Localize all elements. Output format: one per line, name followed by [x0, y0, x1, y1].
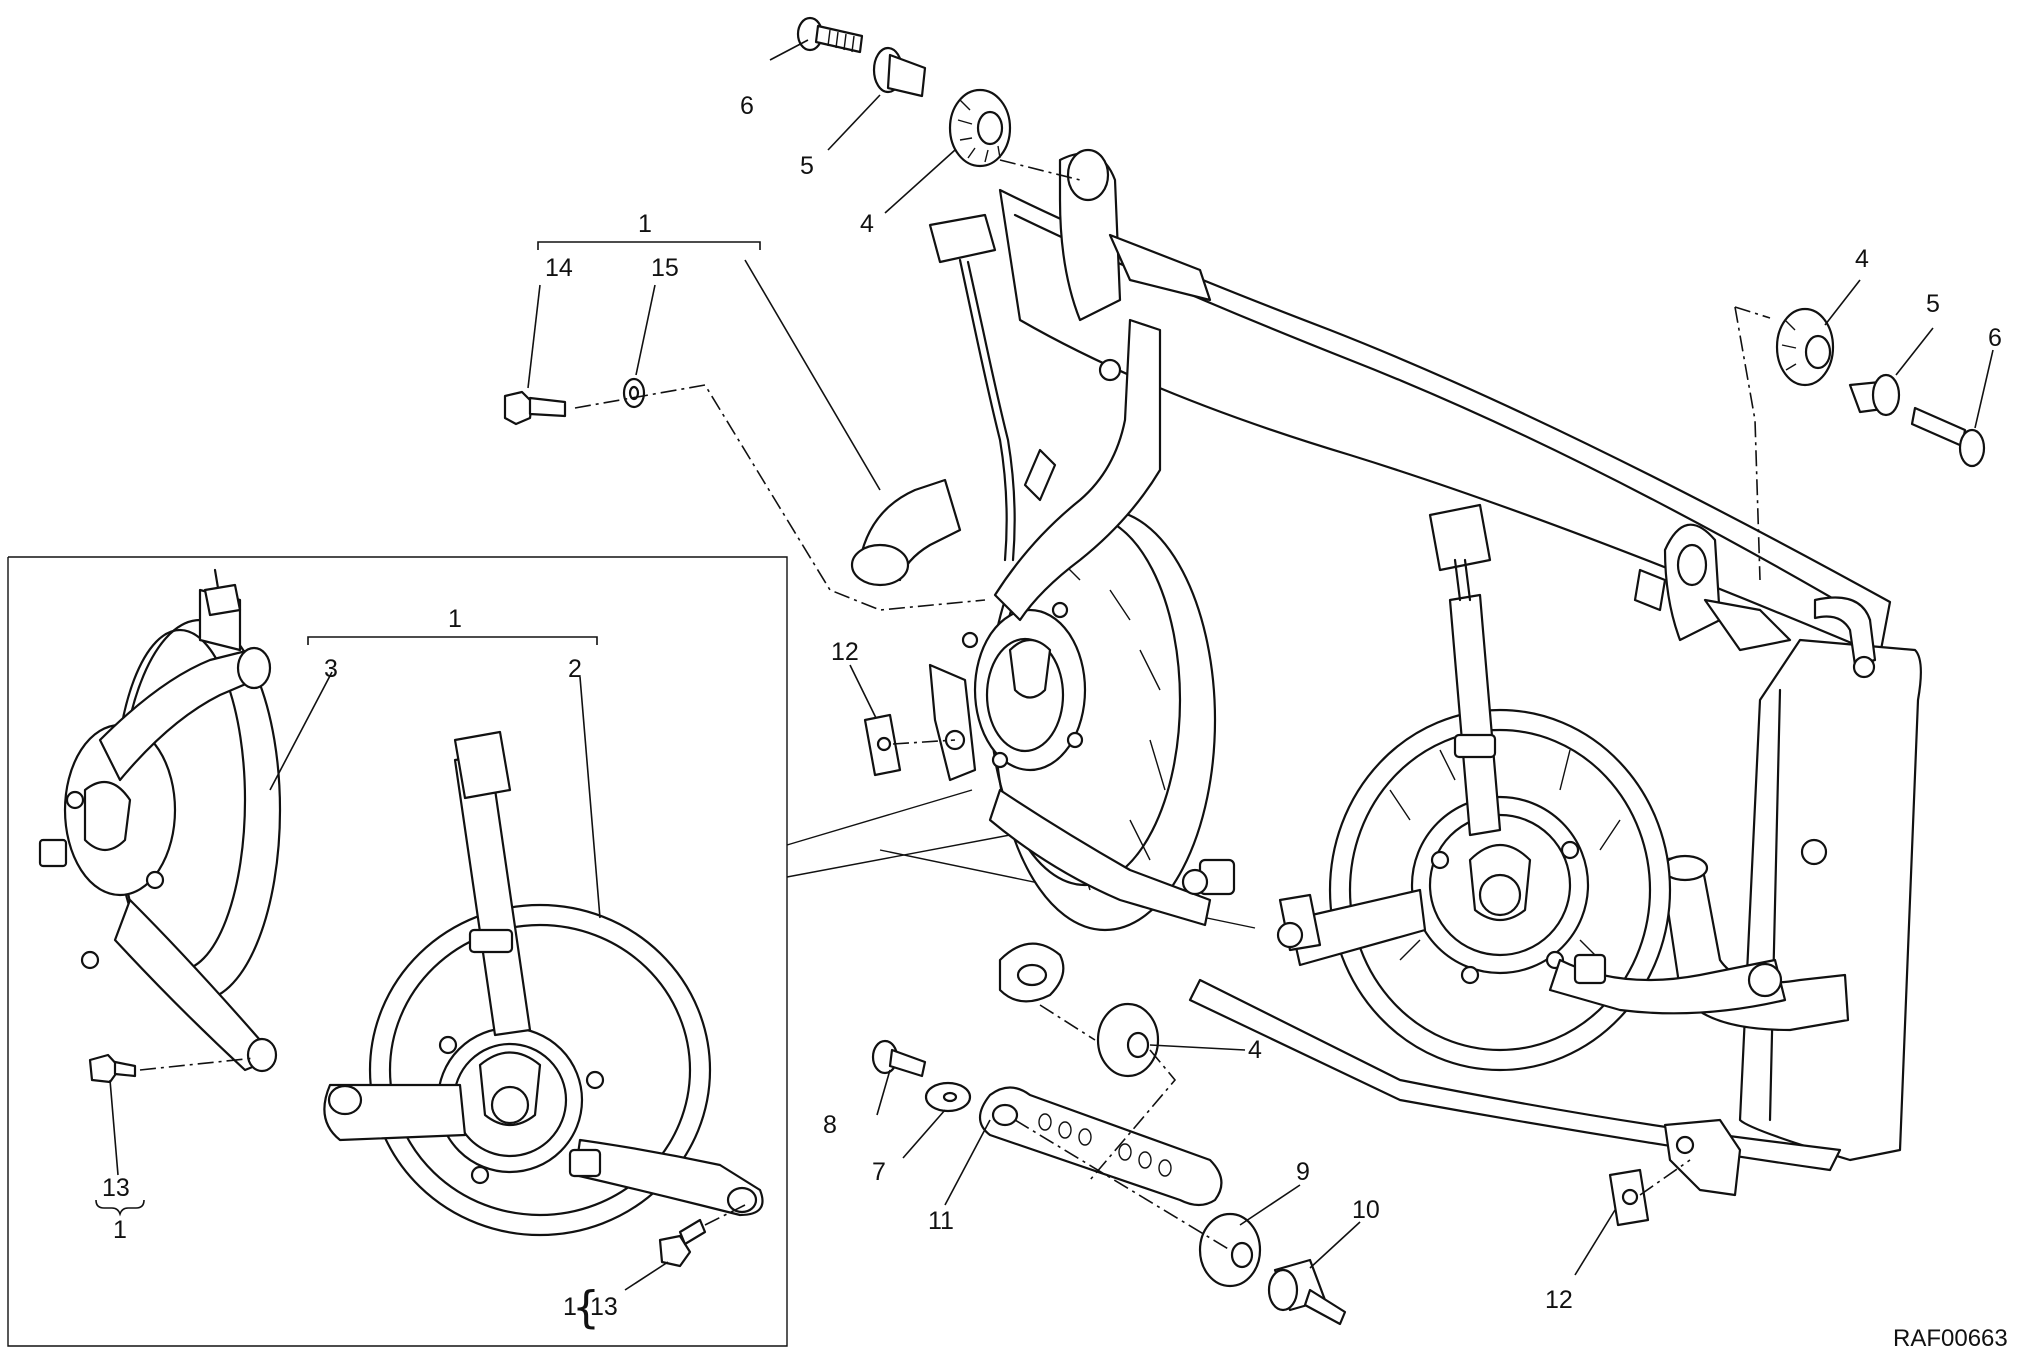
rubber-grommet-icon-right — [1775, 307, 1835, 387]
callout-6-right: 6 — [1988, 324, 2002, 352]
spacer-icon — [872, 46, 927, 98]
callout-2: 2 — [568, 655, 582, 683]
inset-fan-3 — [38, 568, 282, 1073]
callout-11: 11 — [928, 1207, 954, 1235]
callout-4-top: 4 — [860, 210, 874, 238]
callout-10: 10 — [1352, 1196, 1380, 1224]
drawing-code: RAF00663 — [1893, 1325, 2008, 1352]
bracket-icon-11 — [978, 1086, 1223, 1207]
callout-6-top: 6 — [740, 92, 754, 120]
clip-nut-icon-low — [1608, 1168, 1650, 1227]
callout-1-b: 1 — [563, 1293, 577, 1321]
callout-8: 8 — [823, 1111, 837, 1139]
callout-14: 14 — [545, 254, 573, 282]
callout-1-inset: 1 — [448, 605, 462, 633]
callout-4-right: 4 — [1855, 245, 1869, 273]
cooling-fan-icon — [850, 148, 1236, 932]
callout-13-a: 13 — [102, 1174, 130, 1202]
callout-4-low: 4 — [1248, 1036, 1262, 1064]
bolt-icon — [796, 16, 864, 54]
callout-5-right: 5 — [1926, 290, 1940, 318]
spacer-icon-right — [1848, 373, 1901, 417]
callout-13-b: 13 — [590, 1293, 618, 1321]
inset-fan-2 — [323, 730, 764, 1237]
callout-12-low: 12 — [1545, 1286, 1573, 1314]
callout-1-a: 1 — [113, 1216, 127, 1244]
callout-9: 9 — [1296, 1158, 1310, 1186]
bolt-icon-right — [1910, 406, 1986, 468]
leader-lines — [109, 39, 1994, 1291]
rubber-grommet-icon — [948, 88, 1012, 168]
washer-icon-7 — [924, 1081, 972, 1113]
clip-nut-icon — [863, 713, 902, 777]
washer-icon-15 — [622, 377, 646, 409]
callout-7: 7 — [872, 1158, 886, 1186]
brace-13-b: { — [572, 1282, 600, 1333]
bolt-icon-13a — [88, 1053, 137, 1084]
rubber-grommet-icon-4-low — [1096, 1002, 1160, 1078]
callout-1-top: 1 — [638, 210, 652, 238]
callout-3: 3 — [324, 655, 338, 683]
bracket-eye — [998, 942, 1065, 1003]
spacer-icon-10 — [1267, 1258, 1347, 1326]
callout-5-top: 5 — [800, 152, 814, 180]
brace-13-a — [95, 1199, 145, 1217]
bolt-icon-14 — [503, 390, 567, 426]
bolt-icon-8 — [871, 1039, 927, 1078]
callout-15: 15 — [651, 254, 679, 282]
rubber-grommet-icon-9 — [1198, 1212, 1262, 1288]
bolt-icon-13b — [658, 1218, 707, 1268]
callout-12-left: 12 — [831, 638, 859, 666]
cooling-fan-icon-right — [1276, 503, 1787, 1072]
